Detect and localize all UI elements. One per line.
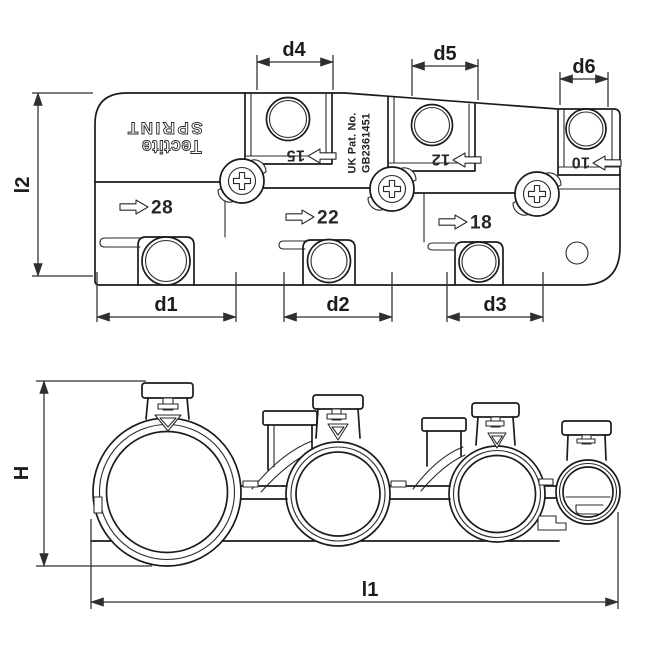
port-circle-12	[410, 103, 454, 147]
cap-10	[561, 420, 612, 461]
port-size-label: 15	[286, 147, 305, 164]
mount-flange	[537, 515, 567, 531]
patent-line-1: UK Pat. No.	[347, 113, 359, 174]
dim-label-d4: d4	[282, 39, 306, 61]
dim-label-d1: d1	[154, 294, 177, 316]
extension-line	[36, 380, 152, 567]
port-circle-22	[306, 238, 352, 284]
dimension-d6: d6	[559, 56, 609, 107]
dim-label-d2: d2	[326, 294, 349, 316]
dim-label-l1: l1	[362, 579, 379, 601]
port-size-18: 18	[438, 213, 492, 234]
dimension-d1: d1	[96, 272, 237, 322]
body-outline	[94, 92, 621, 286]
brand-line-1: Tectite	[141, 137, 201, 157]
clip-10	[555, 459, 621, 525]
clip-28	[92, 417, 242, 567]
port-size-22: 22	[285, 208, 339, 229]
port-circle-10	[565, 108, 607, 150]
port-size-label: 28	[151, 198, 173, 219]
screw-icon	[367, 166, 417, 212]
port-size-label: 10	[571, 154, 590, 171]
dimension-l1: l1	[90, 512, 619, 609]
dimension-d3: d3	[446, 272, 544, 322]
port-size-label: 12	[431, 151, 450, 168]
pipe-port-15-side	[251, 410, 318, 493]
port-size-15: 15	[286, 147, 337, 164]
body-internal-lines	[94, 181, 621, 243]
dim-label-H: H	[11, 466, 33, 480]
port-block-22	[278, 238, 356, 286]
dimension-l2: l2	[12, 92, 93, 277]
side-view: H l1	[11, 380, 621, 609]
dim-label-d6: d6	[572, 56, 595, 78]
port-size-12: 12	[431, 151, 482, 168]
port-size-label: 18	[470, 213, 492, 234]
cap-28	[141, 382, 194, 420]
cap-22	[312, 394, 364, 439]
port-size-10: 10	[571, 154, 622, 171]
dimension-d2: d2	[283, 272, 393, 322]
dimension-d5: d5	[411, 43, 479, 100]
pipe-port-12-side	[412, 417, 467, 492]
insertion-marker-icon	[154, 414, 182, 432]
port-circle-18	[458, 241, 500, 283]
port-block-10	[557, 108, 621, 176]
port-block-28	[99, 236, 195, 286]
port-size-label: 22	[317, 208, 339, 229]
screw-icon	[512, 171, 562, 217]
mounting-hole	[565, 241, 589, 265]
brand-line-2: SPRINT	[125, 119, 202, 138]
port-block-18	[427, 241, 504, 286]
port-block-15	[244, 92, 333, 165]
extension-line	[90, 512, 619, 609]
web-connector	[240, 478, 557, 500]
extension-line	[411, 59, 479, 100]
dimension-d4: d4	[256, 39, 334, 90]
clip-22	[285, 441, 391, 547]
dimension-H: H	[11, 380, 152, 567]
port-circle-28	[141, 236, 191, 286]
cap-18	[471, 402, 520, 446]
dim-label-d5: d5	[433, 43, 456, 65]
dim-label-l2: l2	[12, 177, 34, 194]
dim-label-d3: d3	[483, 294, 506, 316]
insertion-marker-icon	[487, 432, 507, 449]
port-block-12	[387, 96, 476, 172]
extension-line	[32, 92, 93, 277]
left-tab	[93, 496, 103, 514]
port-circle-15	[265, 96, 311, 142]
port-size-28: 28	[119, 198, 173, 219]
insertion-marker-icon	[327, 423, 349, 441]
top-view: Tectite SPRINT UK Pat. No. GB2361451 28 …	[12, 39, 622, 322]
patent-line-2: GB2361451	[361, 113, 373, 173]
screw-icon	[217, 158, 267, 204]
clip-18	[448, 445, 546, 543]
